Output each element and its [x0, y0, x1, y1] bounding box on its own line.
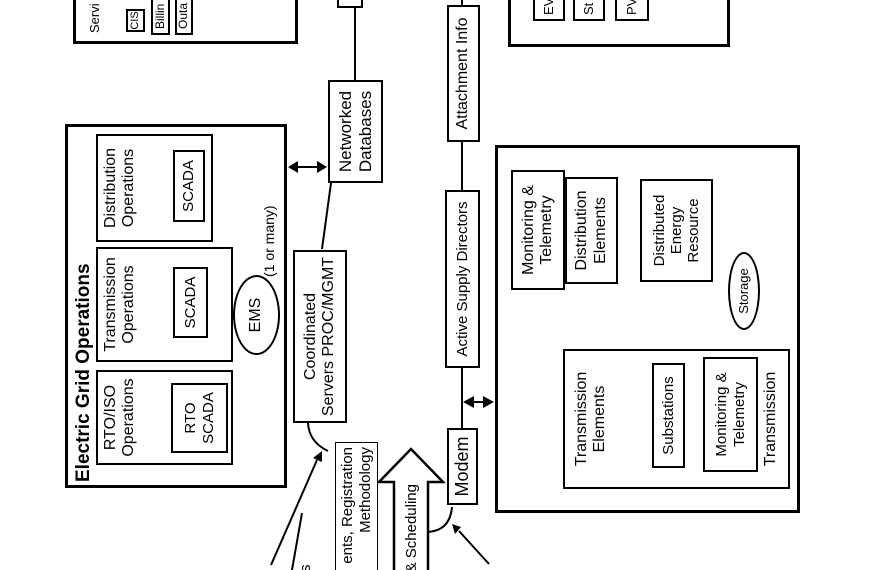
ev-box: EV	[533, 0, 565, 21]
der-sources-box: EV St PV	[508, 0, 730, 47]
electric-grid-operations-box: Electric Grid Operations RTO/ISO Operati…	[65, 124, 287, 488]
arrowhead-grid-side	[288, 161, 298, 173]
coordinated-hook-arc	[307, 422, 329, 452]
offpage-line-2	[291, 512, 303, 570]
distributed-energy-resource-box: Distributed Energy Resource	[640, 179, 713, 282]
modem-hook-arc	[426, 506, 453, 533]
storage-ellipse: Storage	[728, 252, 760, 330]
scheduling-label: & Scheduling	[403, 484, 420, 570]
db-to-coordinated-line	[321, 182, 332, 250]
transmission-scada-box: SCADA	[173, 267, 208, 338]
st-box: St	[573, 0, 605, 21]
active-supply-directors-box: Active Supply Directors	[445, 190, 480, 368]
distribution-scada-box: SCADA	[173, 150, 205, 222]
field-elements-box: Monitoring & Telemetry Distribution Elem…	[495, 145, 800, 513]
rto-iso-operations-box: RTO/ISO Operations RTO SCADA	[96, 370, 233, 465]
attachment-info-box: Attachment Info	[447, 5, 480, 142]
distribution-elements-box: Distribution Elements	[565, 177, 618, 284]
offpage-arrow-to-modem	[458, 530, 490, 565]
arrowhead-chain-side	[463, 396, 474, 408]
networked-databases-box: Networked Databases	[328, 80, 383, 183]
cis-box: CIS	[126, 9, 145, 32]
monitoring-telemetry-top-box: Monitoring & Telemetry	[511, 170, 565, 290]
pv-box: PV	[615, 0, 649, 21]
monitoring-telemetry-bottom-box: Monitoring & Telemetry	[703, 357, 758, 472]
distribution-operations-box: Distribution Operations SCADA	[96, 134, 213, 242]
transmission-elements-box: Transmission Elements Substations Monito…	[563, 349, 790, 489]
modem-box: Modem	[447, 428, 478, 505]
transmission-operations-box: Transmission Operations SCADA	[96, 247, 233, 362]
arrowhead-field-side	[483, 396, 494, 408]
substations-box: Substations	[652, 363, 685, 468]
electric-grid-operations-title: Electric Grid Operations	[73, 263, 94, 482]
rto-scada-box: RTO SCADA	[171, 383, 228, 453]
registration-line1: ents, Registration	[339, 447, 356, 564]
arrowhead-db-side	[317, 161, 327, 173]
rto-iso-operations-label: RTO/ISO Operations	[102, 378, 138, 457]
transmission-elements-title: Transmission Elements	[573, 371, 609, 467]
stray-s-label: s	[297, 564, 314, 570]
registration-line2: Methodology	[357, 447, 374, 533]
coordinated-servers-box: Coordinated Servers PROC/MGMT	[293, 250, 347, 423]
offpage-arrow-to-coordinated	[270, 459, 318, 566]
scheduling-block-arrow	[376, 447, 446, 570]
service-providers-box: Servi CIS Billin Outa	[73, 0, 298, 44]
transmission-label: Transmission	[762, 371, 779, 467]
ems-note-label: (1 or many)	[261, 205, 277, 277]
distribution-operations-label: Distribution Operations	[102, 147, 138, 229]
registration-box: ents, Registration Methodology	[335, 442, 378, 570]
billing-box: Billin	[151, 0, 170, 35]
ems-ellipse: EMS	[233, 275, 280, 355]
edge-fragment-box	[337, 0, 363, 8]
arrowhead-to-coordinated	[313, 451, 322, 462]
service-providers-label: Servi	[87, 3, 102, 33]
outage-box: Outa	[175, 0, 193, 35]
arrowhead-to-modem	[452, 524, 461, 534]
transmission-operations-label: Transmission Operations	[102, 257, 138, 352]
